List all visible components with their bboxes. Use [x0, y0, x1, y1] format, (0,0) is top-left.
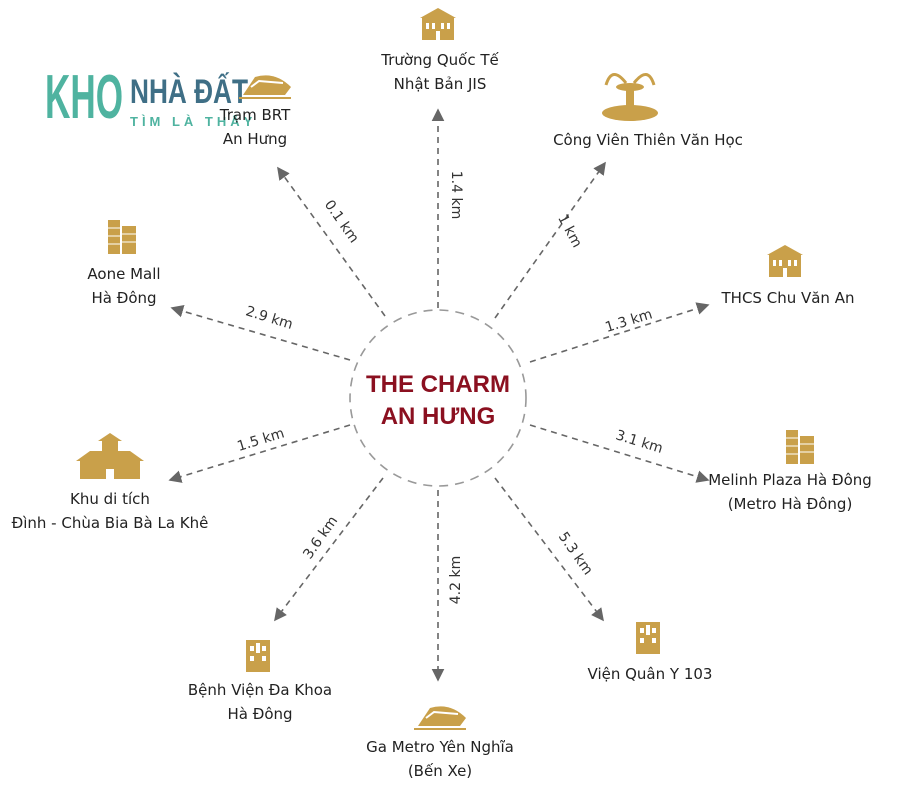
destination-hospital-103: Viện Quân Y 103 [588, 665, 713, 683]
connector-brt [277, 166, 386, 317]
distance-label: 2.9 km [244, 303, 295, 332]
svg-text:Ga Metro Yên Nghĩa: Ga Metro Yên Nghĩa [366, 738, 514, 756]
destination-hospital-hadong: Bệnh Viện Đa Khoa Hà Đông [188, 681, 332, 723]
connector-hospital-103 [494, 477, 604, 622]
connector-park [494, 161, 606, 319]
svg-text:Melinh Plaza Hà Đông: Melinh Plaza Hà Đông [708, 471, 872, 489]
svg-text:Aone Mall: Aone Mall [87, 265, 160, 283]
svg-text:Hà Đông: Hà Đông [227, 705, 292, 723]
destination-metro: Ga Metro Yên Nghĩa (Bến Xe) [366, 738, 514, 780]
distance-label: 1 km [554, 212, 585, 251]
svg-text:Nhật Bản JIS: Nhật Bản JIS [394, 75, 487, 93]
destination-mall: Aone Mall Hà Đông [87, 265, 160, 307]
fountain-icon [602, 73, 658, 121]
svg-text:THCS Chu Văn An: THCS Chu Văn An [721, 289, 855, 307]
connector-mall [170, 304, 351, 361]
connector-hospital-hadong [274, 477, 384, 622]
connector-thcs [529, 302, 710, 363]
svg-text:Khu di tích: Khu di tích [70, 490, 150, 508]
hospital-icon [636, 622, 660, 654]
project-name-line2: AN HƯNG [381, 403, 496, 430]
svg-text:KHO: KHO [45, 63, 123, 132]
center-circle [349, 309, 527, 487]
destination-melinh: Melinh Plaza Hà Đông (Metro Hà Đông) [708, 471, 872, 513]
svg-text:(Metro Hà Đông): (Metro Hà Đông) [728, 495, 853, 513]
svg-text:(Bến Xe): (Bến Xe) [408, 762, 472, 780]
connector-lines [168, 108, 710, 682]
temple-icon [76, 433, 144, 479]
destination-park: Công Viên Thiên Văn Học [553, 131, 743, 149]
svg-text:TÌM LÀ THẤY: TÌM LÀ THẤY [130, 114, 256, 129]
towers-icon [785, 429, 815, 465]
school-building-icon [420, 8, 456, 40]
train-icon [413, 705, 467, 730]
distance-label: 3.6 km [300, 513, 341, 562]
distance-label: 4.2 km [448, 556, 464, 604]
distance-label: 1.3 km [603, 306, 654, 335]
svg-text:NHÀ ĐẤT: NHÀ ĐẤT [130, 73, 248, 111]
destination-brt: Trạm BRT An Hưng [219, 106, 291, 148]
destination-temple: Khu di tích Đình - Chùa Bia Bà La Khê [12, 490, 209, 532]
project-name-line1: THE CHARM [366, 371, 510, 398]
svg-text:Bệnh Viện Đa Khoa: Bệnh Viện Đa Khoa [188, 681, 332, 699]
distance-label: 5.3 km [555, 529, 596, 578]
svg-text:Đình - Chùa Bia Bà La Khê: Đình - Chùa Bia Bà La Khê [12, 514, 209, 532]
connector-melinh [529, 424, 710, 483]
destination-thcs: THCS Chu Văn An [721, 289, 855, 307]
svg-text:Công Viên Thiên Văn Học: Công Viên Thiên Văn Học [553, 131, 743, 149]
svg-text:An Hưng: An Hưng [223, 130, 287, 148]
destination-jis: Trường Quốc Tế Nhật Bản JIS [380, 51, 499, 93]
svg-text:Trạm BRT: Trạm BRT [219, 106, 291, 124]
svg-text:Viện Quân Y 103: Viện Quân Y 103 [588, 665, 713, 683]
svg-text:Trường Quốc Tế: Trường Quốc Tế [380, 51, 499, 69]
distance-label: 1.4 km [448, 171, 464, 219]
distance-label: 0.1 km [321, 197, 362, 246]
distance-label: 1.5 km [235, 425, 286, 454]
watermark-logo: KHO NHÀ ĐẤT TÌM LÀ THẤY [45, 63, 256, 132]
svg-text:Hà Đông: Hà Đông [91, 289, 156, 307]
towers-icon [107, 219, 137, 255]
distance-label: 3.1 km [614, 427, 665, 456]
school-building-icon [767, 245, 803, 277]
connector-temple [168, 424, 351, 483]
hospital-icon [246, 640, 270, 672]
